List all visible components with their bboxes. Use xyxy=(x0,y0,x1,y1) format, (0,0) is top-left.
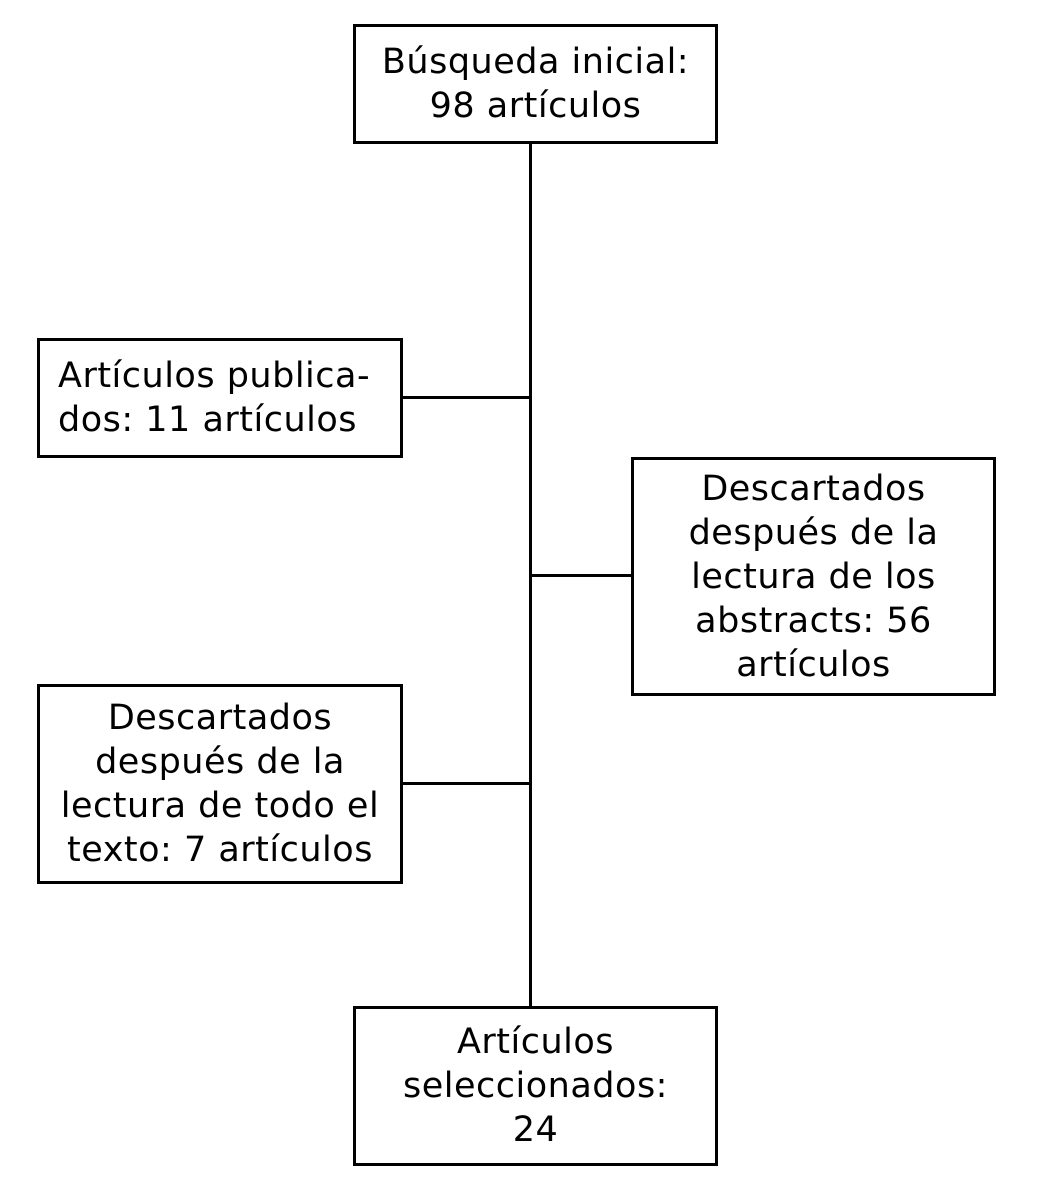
node-busqueda-inicial: Búsqueda inicial: 98 artículos xyxy=(353,24,718,144)
connector-vertical-spine xyxy=(529,143,532,1007)
node-descartados-texto: Descartados después de la lectura de tod… xyxy=(37,684,403,884)
node-descartados-abstracts: Descartados después de la lectura de los… xyxy=(631,457,996,696)
connector-descartados-abstracts xyxy=(531,574,631,577)
node-articulos-seleccionados: Artículos seleccionados: 24 xyxy=(353,1006,718,1166)
connector-descartados-texto xyxy=(402,782,530,785)
node-articulos-publicados: Artículos publica- dos: 11 artículos xyxy=(37,338,403,458)
connector-articulos-publicados xyxy=(402,396,530,399)
